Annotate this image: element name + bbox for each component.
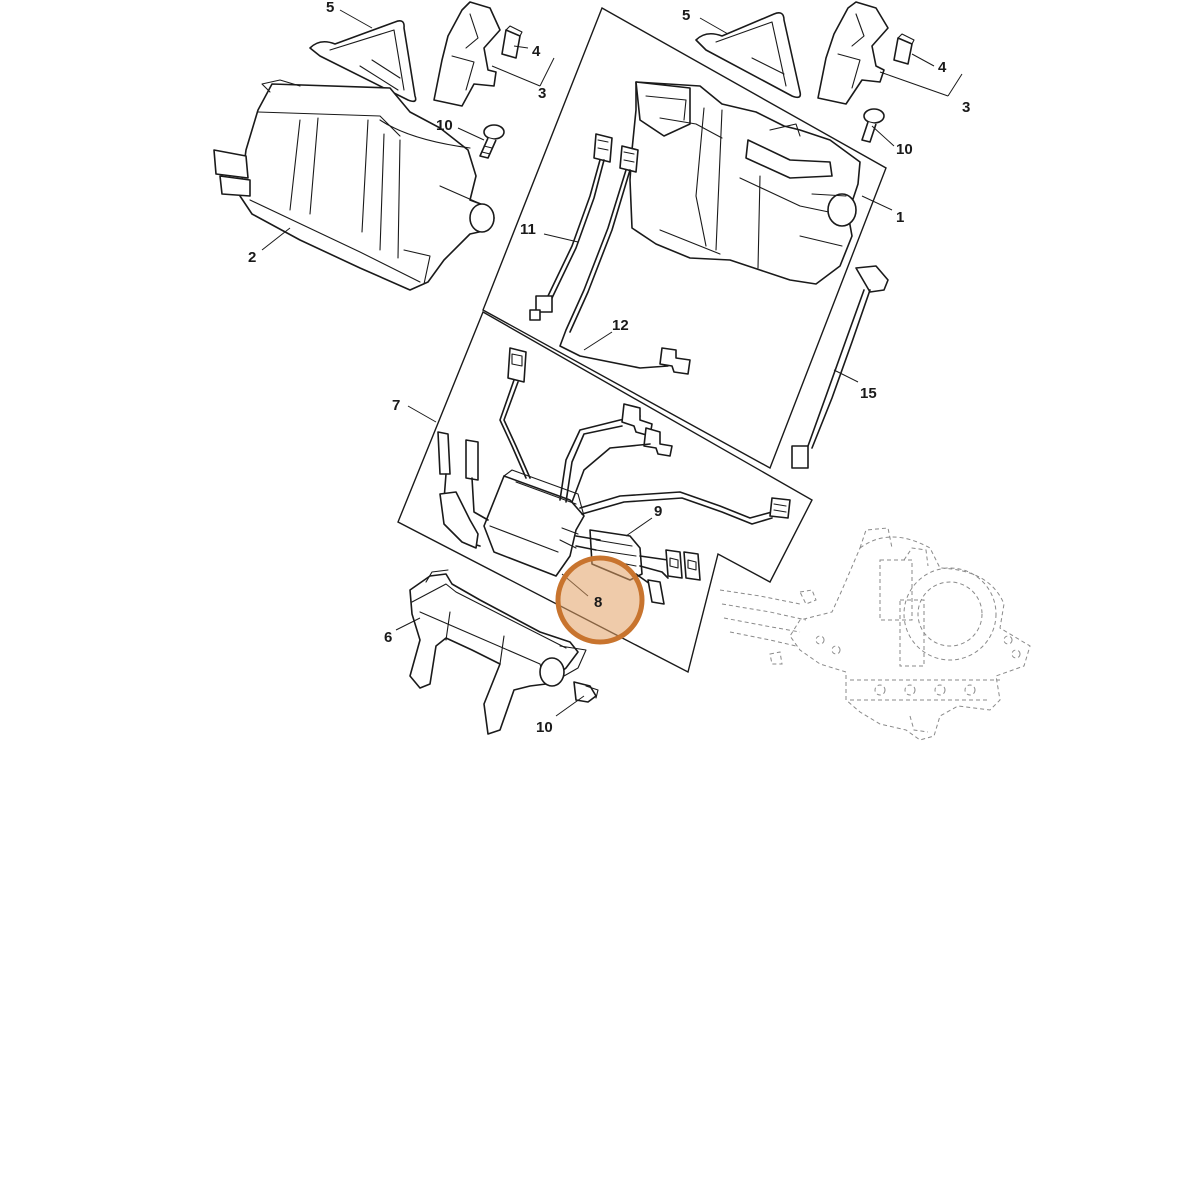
label-9[interactable]: 9 [654,503,662,520]
part-5-spring-clip-right [695,12,802,99]
label-5-left[interactable]: 5 [326,0,334,16]
label-10-lower[interactable]: 10 [536,719,553,736]
label-4-left[interactable]: 4 [532,43,541,60]
part-1-housing-assembly [629,81,861,285]
label-7[interactable]: 7 [392,397,400,414]
label-6[interactable]: 6 [384,629,392,646]
lower-parts-frame [397,310,813,674]
upper-parts-frame [482,6,887,469]
part-3-lever-right [817,1,889,105]
label-4-right[interactable]: 4 [938,59,947,76]
part-5-spring-clip-left [309,20,417,103]
label-3-left[interactable]: 3 [538,85,546,102]
part-4-block-right [893,33,915,65]
part-8-highlight-circle[interactable] [555,555,645,645]
label-12[interactable]: 12 [612,317,629,334]
part-10-screw-upper-right [861,108,885,143]
part-labels: 5 4 3 10 2 5 4 3 10 1 11 12 15 7 9 8 6 1… [248,0,970,736]
ghost-assembly-dashed [719,527,1031,741]
label-2[interactable]: 2 [248,249,256,266]
part-11-cable [529,133,669,369]
label-11[interactable]: 11 [520,221,536,238]
label-5-right[interactable]: 5 [682,7,690,24]
label-8[interactable]: 8 [594,594,602,611]
part-2-motor-housing [213,79,495,291]
part-3-lever-left [433,1,501,107]
part-7-electronics-module [437,347,791,577]
label-1[interactable]: 1 [896,209,904,226]
label-10-upper-right[interactable]: 10 [896,141,913,158]
part-4-block-left [501,25,523,59]
part-10-screw-upper-left [479,124,505,159]
part-6-bracket [409,569,587,735]
label-10-upper-left[interactable]: 10 [436,117,453,134]
part-15-sensor-lead [791,265,889,469]
label-15[interactable]: 15 [860,385,877,402]
label-3-right[interactable]: 3 [962,99,970,116]
part-12-terminal-lead [659,347,691,375]
part-10-screw-lower [573,681,599,703]
